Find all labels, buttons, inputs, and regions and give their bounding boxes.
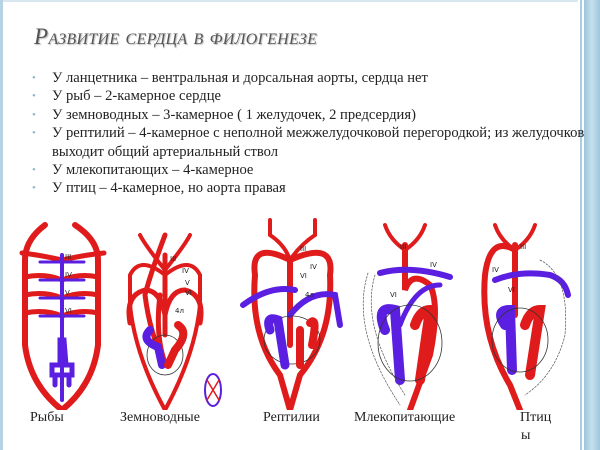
label: III xyxy=(520,243,526,251)
bullet-icon: • xyxy=(32,127,36,140)
label: 4л xyxy=(175,307,184,315)
label: III xyxy=(170,255,176,263)
label: VI xyxy=(300,272,307,280)
label: V xyxy=(185,279,190,287)
bullet-text: У млекопитающих – 4-камерное xyxy=(52,162,254,179)
bullet-item: • У земноводных – 3-камерное ( 1 желудоче… xyxy=(32,106,592,124)
heart-evolution-diagrams: III IV V VI III IV V VI 4л III IV xyxy=(19,218,571,410)
bullet-text: У рептилий – 4-камерное с неполной межже… xyxy=(52,125,585,160)
mammal-labels: III IV VI xyxy=(390,243,437,299)
caption-birds-wrap: ы xyxy=(521,428,531,443)
caption-amphibians: Земноводные xyxy=(120,410,200,425)
label: III xyxy=(65,253,71,261)
label: III xyxy=(300,245,306,253)
bird-diagram xyxy=(481,223,571,410)
label: IV xyxy=(182,267,189,275)
bullet-text: У птиц – 4-камерное, но аорта правая xyxy=(52,180,286,197)
label: IV xyxy=(430,261,437,269)
caption-reptiles: Рептилии xyxy=(263,410,320,425)
amphibian-diagram xyxy=(126,232,222,410)
bullet-item: • У рептилий – 4-камерное с неполной межж… xyxy=(32,124,592,161)
fish-labels: III IV V VI xyxy=(65,253,72,315)
reptile-labels: III IV VI 4л xyxy=(300,245,317,299)
bullet-text: У рыб – 2-камерное сердце xyxy=(52,88,221,105)
amphibian-labels: III IV V VI 4л xyxy=(170,255,192,315)
label: VI xyxy=(185,289,192,297)
bullet-item: • У рыб – 2-камерное сердце xyxy=(32,87,592,105)
caption-fish: Рыбы xyxy=(30,410,64,425)
bird-labels: III IV VI xyxy=(492,243,526,294)
bullet-text: У земноводных – 3-камерное ( 1 желудочек… xyxy=(52,106,416,123)
bullet-icon: • xyxy=(32,164,36,177)
caption-mammals: Млекопитающие xyxy=(354,410,456,425)
slide-frame-top xyxy=(0,0,600,2)
bullet-icon: • xyxy=(32,182,36,195)
label: IV xyxy=(65,271,72,279)
label: 4л xyxy=(305,291,314,299)
mammal-diagram xyxy=(362,223,453,410)
slide-title: Развитие сердца в филогенезе xyxy=(34,24,318,49)
bullet-item: • У птиц – 4-камерное, но аорта правая xyxy=(32,179,592,197)
bullet-item: • У ланцетника – вентральная и дорсальная… xyxy=(32,69,592,87)
label: VI xyxy=(65,307,72,315)
bullet-icon: • xyxy=(32,72,36,84)
slide-frame-left xyxy=(0,0,3,450)
slide-frame-right xyxy=(578,0,600,450)
reptile-diagram xyxy=(240,218,343,410)
label: VI xyxy=(390,291,397,299)
label: IV xyxy=(492,266,499,274)
label: V xyxy=(65,289,70,297)
label: VI xyxy=(508,286,515,294)
fish-diagram xyxy=(19,222,107,410)
caption-birds: Птиц xyxy=(520,410,552,425)
label: III xyxy=(400,243,406,251)
label: IV xyxy=(310,263,317,271)
bullet-list: • У ланцетника – вентральная и дорсальная… xyxy=(32,69,592,198)
bullet-text: У ланцетника – вентральная и дорсальная … xyxy=(52,70,428,86)
bullet-icon: • xyxy=(32,90,36,103)
bullet-item: • У млекопитающих – 4-камерное xyxy=(32,161,592,179)
bullet-icon: • xyxy=(32,108,36,121)
